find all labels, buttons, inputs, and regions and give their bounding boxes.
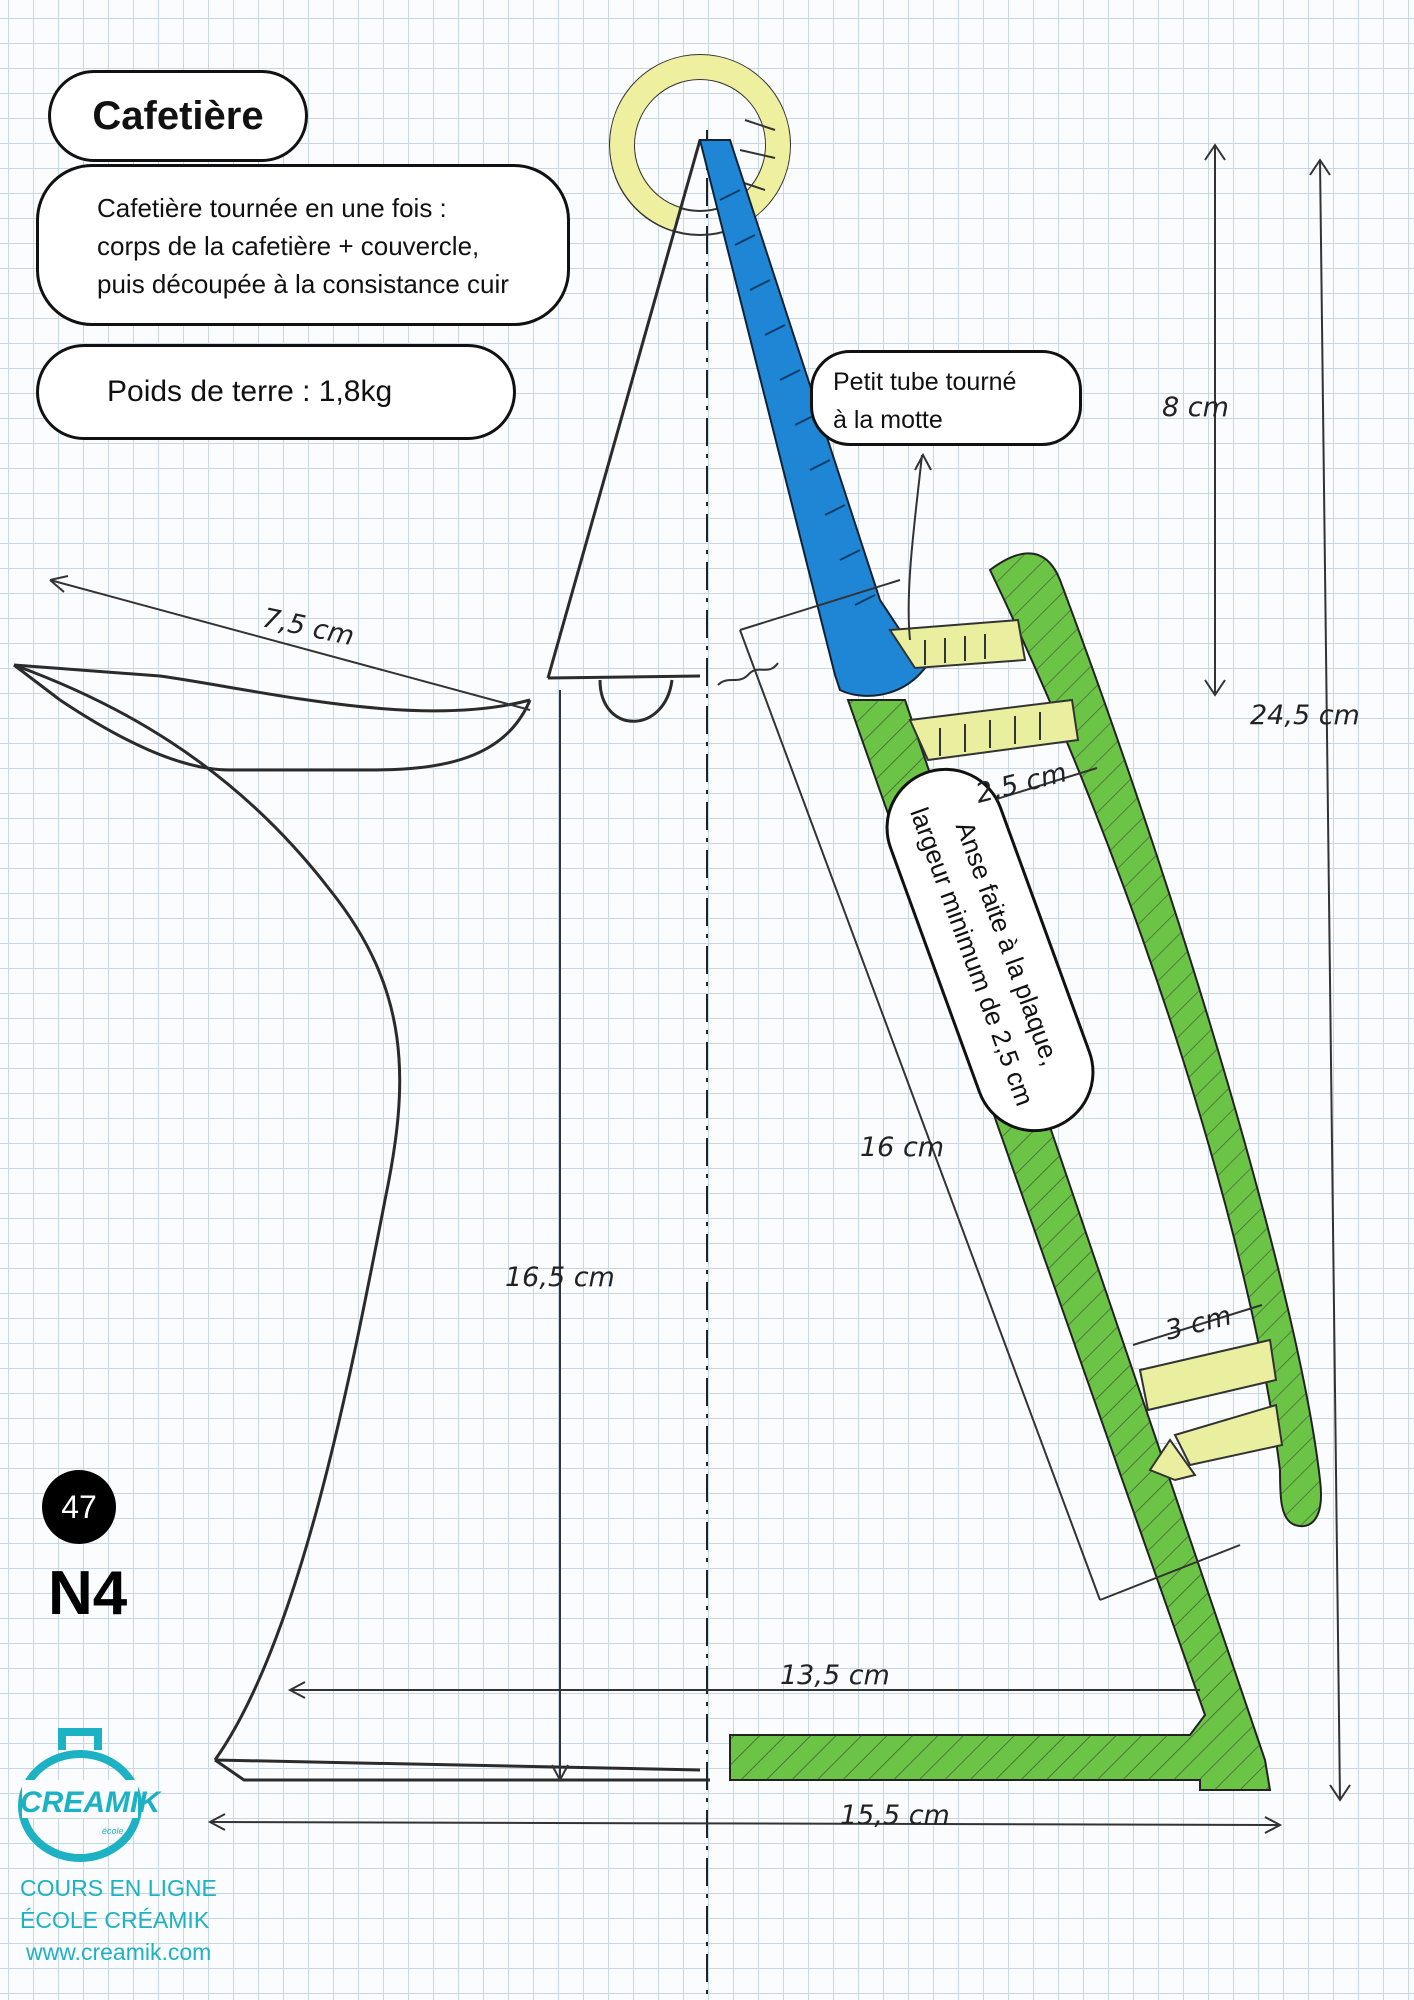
clay-weight-bubble: Poids de terre : 1,8kg [36, 344, 516, 440]
dimension-side-length: 16 cm [860, 1132, 945, 1163]
dimension-lines [49, 143, 1351, 1834]
page-number-badge: 47 [42, 1470, 116, 1544]
handle-links-yellow [888, 618, 1284, 1482]
page-title: Cafetière [92, 93, 264, 138]
dimension-base-outer: 15,5 cm [840, 1800, 950, 1831]
tube-note-line: à la motte [833, 406, 943, 434]
footer-line: COURS EN LIGNE [20, 1875, 217, 1901]
footer: COURS EN LIGNE ÉCOLE CRÉAMIK www.creamik… [20, 1872, 217, 1968]
description-bubble: Cafetière tournée en une fois : corps de… [36, 164, 570, 326]
logo-wordmark: CREAMIK [20, 1786, 162, 1819]
title-bubble: Cafetière [48, 70, 308, 162]
dimension-body-height: 16,5 cm [505, 1262, 615, 1293]
description-line: Cafetière tournée en une fois : [97, 193, 447, 223]
footer-line: ÉCOLE CRÉAMIK [20, 1907, 210, 1933]
tube-note-line: Petit tube tourné [833, 368, 1017, 396]
pot-outline [13, 139, 710, 1782]
page-number: 47 [61, 1488, 97, 1525]
dimension-total-height: 24,5 cm [1250, 700, 1360, 731]
description-line: corps de la cafetière + couvercle, [97, 231, 480, 261]
dimension-base-inner: 13,5 cm [780, 1660, 890, 1691]
footer-website: www.creamik.com [26, 1939, 212, 1965]
logo-subtitle: école [102, 1826, 124, 1836]
dimension-top-height: 8 cm [1162, 392, 1229, 423]
creamik-logo: CREAMIK école [18, 1728, 162, 1862]
tube-note-bubble: Petit tube tourné à la motte [810, 350, 1082, 446]
clay-weight: Poids de terre : 1,8kg [107, 375, 393, 408]
level-label: N4 [48, 1559, 128, 1628]
description-line: puis découpée à la consistance cuir [97, 269, 509, 299]
